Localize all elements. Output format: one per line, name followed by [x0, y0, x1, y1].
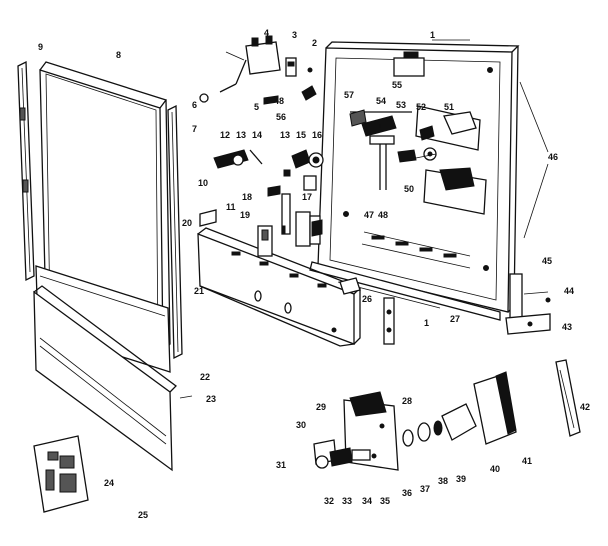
- callout-28: 28: [402, 396, 412, 406]
- callout-2: 2: [312, 38, 317, 48]
- soap-dispenser-assembly: [349, 109, 477, 191]
- callout-16: 16: [312, 130, 322, 140]
- callout-40: 40: [490, 464, 500, 474]
- callout-43: 43: [562, 322, 572, 332]
- callout-41: 41: [522, 456, 532, 466]
- callout-21: 21: [194, 286, 204, 296]
- callout-31: 31: [276, 460, 286, 470]
- callout-14: 14: [252, 130, 262, 140]
- callout-37: 37: [420, 484, 430, 494]
- callout-52: 52: [416, 102, 426, 112]
- callout-53: 53: [396, 100, 406, 110]
- callout-19: 19: [240, 210, 250, 220]
- callout-36: 36: [402, 488, 412, 498]
- callout-51: 51: [444, 102, 454, 112]
- callout-5: 5: [254, 102, 259, 112]
- callout-20: 20: [182, 218, 192, 228]
- callout-7: 7: [192, 124, 197, 134]
- latch-mechanism: [213, 149, 324, 191]
- callout-48a: 48: [274, 96, 284, 106]
- callout-48b: 48: [378, 210, 388, 220]
- top-latch-assembly: [199, 35, 317, 105]
- callout-10: 10: [198, 178, 208, 188]
- side-trim-strip: [167, 104, 183, 360]
- callout-13b: 13: [280, 130, 290, 140]
- callout-57: 57: [344, 90, 354, 100]
- callout-15: 15: [296, 130, 306, 140]
- callout-17: 17: [302, 192, 312, 202]
- callout-25: 25: [138, 510, 148, 520]
- callout-9: 9: [38, 42, 43, 52]
- callout-29: 29: [316, 402, 326, 412]
- callout-54: 54: [376, 96, 386, 106]
- door-trim-strip: [17, 60, 35, 282]
- callout-45: 45: [542, 256, 552, 266]
- callout-6: 6: [192, 100, 197, 110]
- callout-50: 50: [404, 184, 414, 194]
- callout-34: 34: [362, 496, 372, 506]
- callout-32: 32: [324, 496, 334, 506]
- switch-components: [199, 169, 323, 257]
- callout-1b: 1: [424, 318, 429, 328]
- callout-12: 12: [220, 130, 230, 140]
- callout-1: 1: [430, 30, 435, 40]
- callout-24: 24: [104, 478, 114, 488]
- callout-labels: 1 1 2 3 4 5 6 7 8 9 10 11 12 13 14 13 15…: [38, 28, 590, 520]
- callout-35: 35: [380, 496, 390, 506]
- hinge-rod: [383, 297, 395, 345]
- callout-26: 26: [362, 294, 372, 304]
- callout-55: 55: [392, 80, 402, 90]
- control-panel: [197, 227, 362, 347]
- hinge-bracket: [505, 273, 551, 335]
- callout-42: 42: [580, 402, 590, 412]
- lower-latch-assembly: [313, 391, 399, 471]
- callout-18: 18: [242, 192, 252, 202]
- callout-33: 33: [342, 496, 352, 506]
- callout-4: 4: [264, 28, 269, 38]
- leader-lines: [179, 39, 549, 399]
- callout-22: 22: [200, 372, 210, 382]
- callout-39: 39: [456, 474, 466, 484]
- callout-3: 3: [292, 30, 297, 40]
- callout-46: 46: [548, 152, 558, 162]
- callout-38: 38: [438, 476, 448, 486]
- actuator-assembly: [402, 359, 581, 447]
- callout-11: 11: [226, 202, 236, 212]
- callout-47: 47: [364, 210, 374, 220]
- callout-30: 30: [296, 420, 306, 430]
- instruction-card: [33, 435, 89, 513]
- callout-44: 44: [564, 286, 574, 296]
- callout-56: 56: [276, 112, 286, 122]
- callout-23: 23: [206, 394, 216, 404]
- callout-8: 8: [116, 50, 121, 60]
- kick-plate: [33, 285, 177, 472]
- callout-13: 13: [236, 130, 246, 140]
- callout-27: 27: [450, 314, 460, 324]
- clip-26: [339, 277, 361, 295]
